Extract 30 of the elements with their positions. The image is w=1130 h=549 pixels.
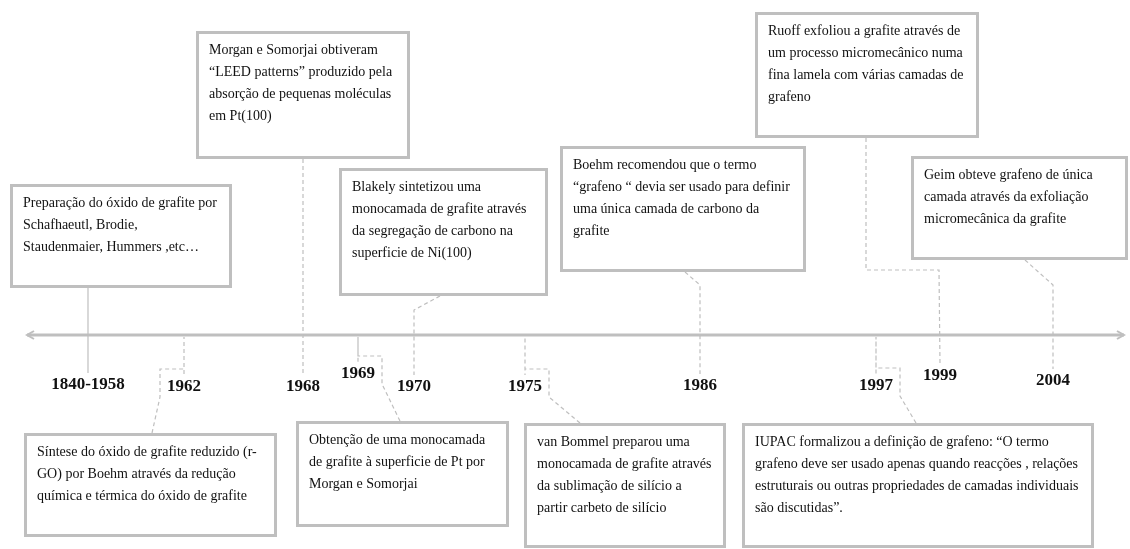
leader-line	[684, 271, 701, 375]
event-text-box: van Bommel preparou uma monocamada de grafite através da sublimação de silício a partir carbeto de silício	[524, 423, 726, 548]
leader-line	[1024, 259, 1054, 370]
year-label: 1975	[508, 375, 542, 397]
leader-line	[413, 295, 441, 376]
year-label: 1840-1958	[51, 373, 125, 395]
leader-line	[87, 287, 89, 374]
year-label: 1970	[397, 375, 431, 397]
year-label: 2004	[1036, 369, 1070, 391]
leader-line	[302, 158, 304, 376]
event-text-box: Geim obteve grafeno de única camada através da exfoliação micromecânica da grafite	[911, 156, 1128, 260]
event-text-box: Boehm recomendou que o termo “grafeno “ devia ser usado para definir uma única camada de carbono da grafite	[560, 146, 806, 272]
leader-line	[865, 137, 941, 365]
event-text-box: Obtenção de uma monocamada de grafite à superficie de Pt por Morgan e Somorjai	[296, 421, 509, 527]
year-label: 1997	[859, 374, 893, 396]
year-label: 1986	[683, 374, 717, 396]
year-label: 1968	[286, 375, 320, 397]
year-label: 1999	[923, 364, 957, 386]
leader-line	[875, 336, 917, 424]
event-text-box: Ruoff exfoliou a grafite através de um processo micromecânico numa fina lamela com várias camadas de grafeno	[755, 12, 979, 138]
leader-line	[524, 336, 581, 424]
year-label: 1969	[341, 362, 375, 384]
event-text-box: Síntese do óxido de grafite reduzido (r-GO) por Boehm através da redução química e térmica do óxido de grafite	[24, 433, 277, 537]
leader-line	[151, 336, 185, 434]
event-text-box: Morgan e Somorjai obtiveram “LEED patterns” produzido pela absorção de pequenas moléculas em Pt(100)	[196, 31, 410, 159]
event-text-box: Preparação do óxido de grafite por Schafhaeutl, Brodie, Staudenmaier, Hummers ,etc…	[10, 184, 232, 288]
event-text-box: Blakely sintetizou uma monocamada de grafite através da segregação de carbono na superficie de Ni(100)	[339, 168, 548, 296]
leader-line	[357, 336, 401, 422]
event-text-box: IUPAC formalizou a definição de grafeno: “O termo grafeno deve ser usado apenas quando reacções , relações estruturais ou outras propriedades de camadas individuais são discutidas”.	[742, 423, 1094, 548]
year-label: 1962	[167, 375, 201, 397]
